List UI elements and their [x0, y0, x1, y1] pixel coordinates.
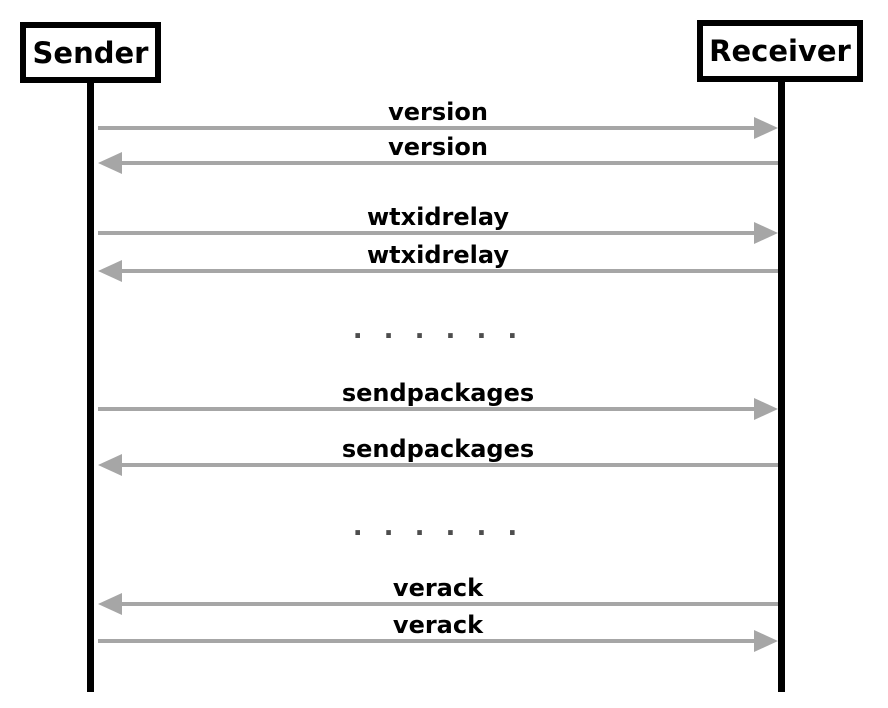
arrow-shaft — [98, 126, 758, 130]
message-label: wtxidrelay — [367, 203, 509, 231]
arrow-shaft — [118, 463, 778, 467]
actor-label-receiver: Receiver — [709, 34, 851, 68]
arrowhead-right-icon — [754, 117, 778, 139]
ellipsis-separator: . . . . . . — [352, 315, 524, 345]
arrow-right-icon — [98, 630, 778, 652]
arrowhead-left-icon — [98, 593, 122, 615]
arrow-shaft — [98, 639, 758, 643]
arrowhead-right-icon — [754, 630, 778, 652]
actor-box-sender: Sender — [20, 22, 161, 83]
arrow-right-icon — [98, 117, 778, 139]
actor-box-receiver: Receiver — [697, 20, 863, 82]
arrow-right-icon — [98, 398, 778, 420]
message-label: sendpackages — [341, 379, 535, 407]
message-label: version — [388, 133, 488, 161]
arrowhead-left-icon — [98, 454, 122, 476]
arrow-shaft — [118, 602, 778, 606]
sender-lifeline — [87, 80, 94, 692]
arrow-right-icon — [98, 222, 778, 244]
arrowhead-right-icon — [754, 398, 778, 420]
ellipsis-separator: . . . . . . — [352, 512, 524, 542]
arrowhead-left-icon — [98, 260, 122, 282]
actor-label-sender: Sender — [32, 35, 149, 70]
arrowhead-left-icon — [98, 152, 122, 174]
message-label: wtxidrelay — [367, 241, 509, 269]
message-label: verack — [392, 574, 484, 602]
arrow-shaft — [118, 269, 778, 273]
receiver-lifeline — [778, 80, 785, 692]
arrow-left-icon — [98, 454, 778, 476]
arrow-shaft — [98, 231, 758, 235]
arrowhead-right-icon — [754, 222, 778, 244]
arrow-shaft — [98, 407, 758, 411]
arrow-left-icon — [98, 593, 778, 615]
message-label: verack — [392, 611, 484, 639]
arrow-shaft — [118, 161, 778, 165]
message-label: version — [388, 98, 488, 126]
arrow-left-icon — [98, 152, 778, 174]
message-label: sendpackages — [341, 435, 535, 463]
arrow-left-icon — [98, 260, 778, 282]
